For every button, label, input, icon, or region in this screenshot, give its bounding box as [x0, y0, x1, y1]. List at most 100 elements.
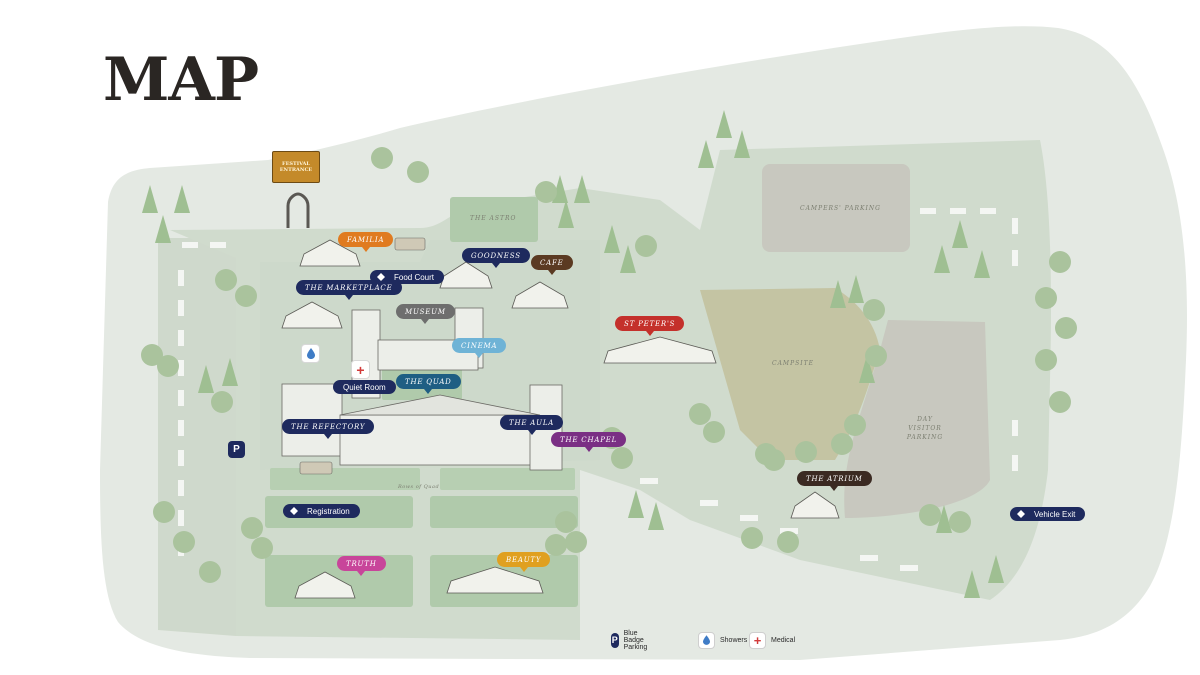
round-tree [565, 531, 587, 553]
legend-parking-symbol: P [611, 632, 619, 648]
pin-chapel[interactable]: THE CHAPEL [551, 432, 627, 452]
pin-beauty[interactable]: BEAUTY [497, 552, 551, 572]
pine-tree [830, 280, 846, 308]
pine-tree [142, 185, 158, 213]
round-tree [1035, 287, 1057, 309]
tent [294, 571, 356, 599]
pine-tree [734, 130, 750, 158]
legend-blue-badge: P Blue Badge Parking [611, 630, 655, 651]
round-tree [555, 511, 577, 533]
round-tree [844, 414, 866, 436]
round-tree [1049, 391, 1071, 413]
pin-refectory[interactable]: THE REFECTORY [282, 419, 375, 439]
pine-tree [198, 365, 214, 393]
path-west-corridor [158, 238, 236, 636]
tents [281, 239, 840, 599]
registration-icon [290, 507, 298, 515]
pin-goodness[interactable]: GOODNESS [462, 248, 530, 268]
medical-marker[interactable]: + [351, 360, 370, 379]
legend-showers: Showers [698, 631, 748, 649]
round-tree [545, 534, 567, 556]
blue-badge-parking-marker[interactable]: P [228, 441, 245, 458]
round-tree [741, 527, 763, 549]
pin-the-quad[interactable]: THE QUAD [396, 374, 461, 394]
tent [790, 491, 840, 519]
label-campers-parking: CAMPERS' PARKING [800, 205, 881, 212]
pine-tree [648, 502, 664, 530]
pin-familia[interactable]: FAMILIA [338, 232, 394, 252]
pin-cafe[interactable]: CAFE [531, 255, 573, 275]
label-campsite: CAMPSITE [772, 360, 814, 367]
vehicle-exit-pill[interactable]: Vehicle Exit [1010, 507, 1086, 521]
main-building [281, 307, 563, 471]
round-tree [863, 299, 885, 321]
pin-st-peters[interactable]: ST PETER'S [615, 316, 685, 336]
registration-label: Registration [307, 506, 350, 516]
round-tree [919, 504, 941, 526]
day-visitor-parking-area [844, 320, 990, 518]
round-tree [251, 537, 273, 559]
legend-medical: + Medical [749, 631, 796, 649]
round-tree [215, 269, 237, 291]
legend-water-drop-icon [703, 635, 710, 645]
food-court-icon [377, 273, 385, 281]
round-tree [199, 561, 221, 583]
round-tree [211, 391, 233, 413]
round-tree [407, 161, 429, 183]
round-tree [153, 501, 175, 523]
tent [603, 336, 717, 364]
quiet-room-pill[interactable]: Quiet Room [333, 380, 396, 394]
tent [299, 239, 361, 267]
food-court-pill[interactable]: Food Court [370, 270, 445, 284]
round-tree [241, 517, 263, 539]
round-tree [173, 531, 195, 553]
pin-cinema[interactable]: CINEMA [452, 338, 507, 358]
shower-marker[interactable] [301, 344, 320, 363]
label-day-visitor-parking: DAY VISITOR PARKING [900, 415, 950, 442]
water-drop-icon [306, 348, 315, 359]
pine-tree [716, 110, 732, 138]
round-tree [763, 449, 785, 471]
legend-medical-symbol: + [749, 631, 766, 649]
pin-museum[interactable]: MUSEUM [396, 304, 455, 324]
label-the-astro: THE ASTRO [470, 215, 517, 222]
lawn-front-right [440, 468, 575, 490]
pine-tree [620, 245, 636, 273]
campsite-area [700, 288, 880, 460]
pine-tree [222, 358, 238, 386]
round-tree [831, 433, 853, 455]
round-tree [865, 345, 887, 367]
pine-tree [155, 215, 171, 243]
festival-entrance-sign[interactable]: FESTIVAL ENTRANCE [272, 151, 320, 183]
round-tree [535, 181, 557, 203]
tent [281, 301, 343, 329]
round-tree [703, 421, 725, 443]
pine-tree [952, 220, 968, 248]
pin-atrium[interactable]: THE ATRIUM [797, 471, 872, 491]
vehicles [299, 237, 426, 475]
pin-truth[interactable]: TRUTH [337, 556, 386, 576]
legend-medical-label: Medical [771, 636, 796, 644]
round-tree [157, 355, 179, 377]
pine-tree [698, 140, 714, 168]
pine-tree [934, 245, 950, 273]
pine-tree [574, 175, 590, 203]
tent [446, 566, 544, 594]
pine-tree [628, 490, 644, 518]
round-tree [1035, 349, 1057, 371]
vehicle-exit-icon [1017, 510, 1025, 518]
pine-tree [859, 355, 875, 383]
quiet-room-label: Quiet Room [343, 382, 386, 392]
legend-showers-label: Showers [720, 636, 748, 644]
round-tree [371, 147, 393, 169]
pine-tree [988, 555, 1004, 583]
round-tree [635, 235, 657, 257]
pin-aula[interactable]: THE AULA [500, 415, 564, 435]
registration-pill[interactable]: Registration [283, 504, 360, 518]
pine-tree [964, 570, 980, 598]
pine-tree [974, 250, 990, 278]
pine-tree [604, 225, 620, 253]
round-tree [777, 531, 799, 553]
